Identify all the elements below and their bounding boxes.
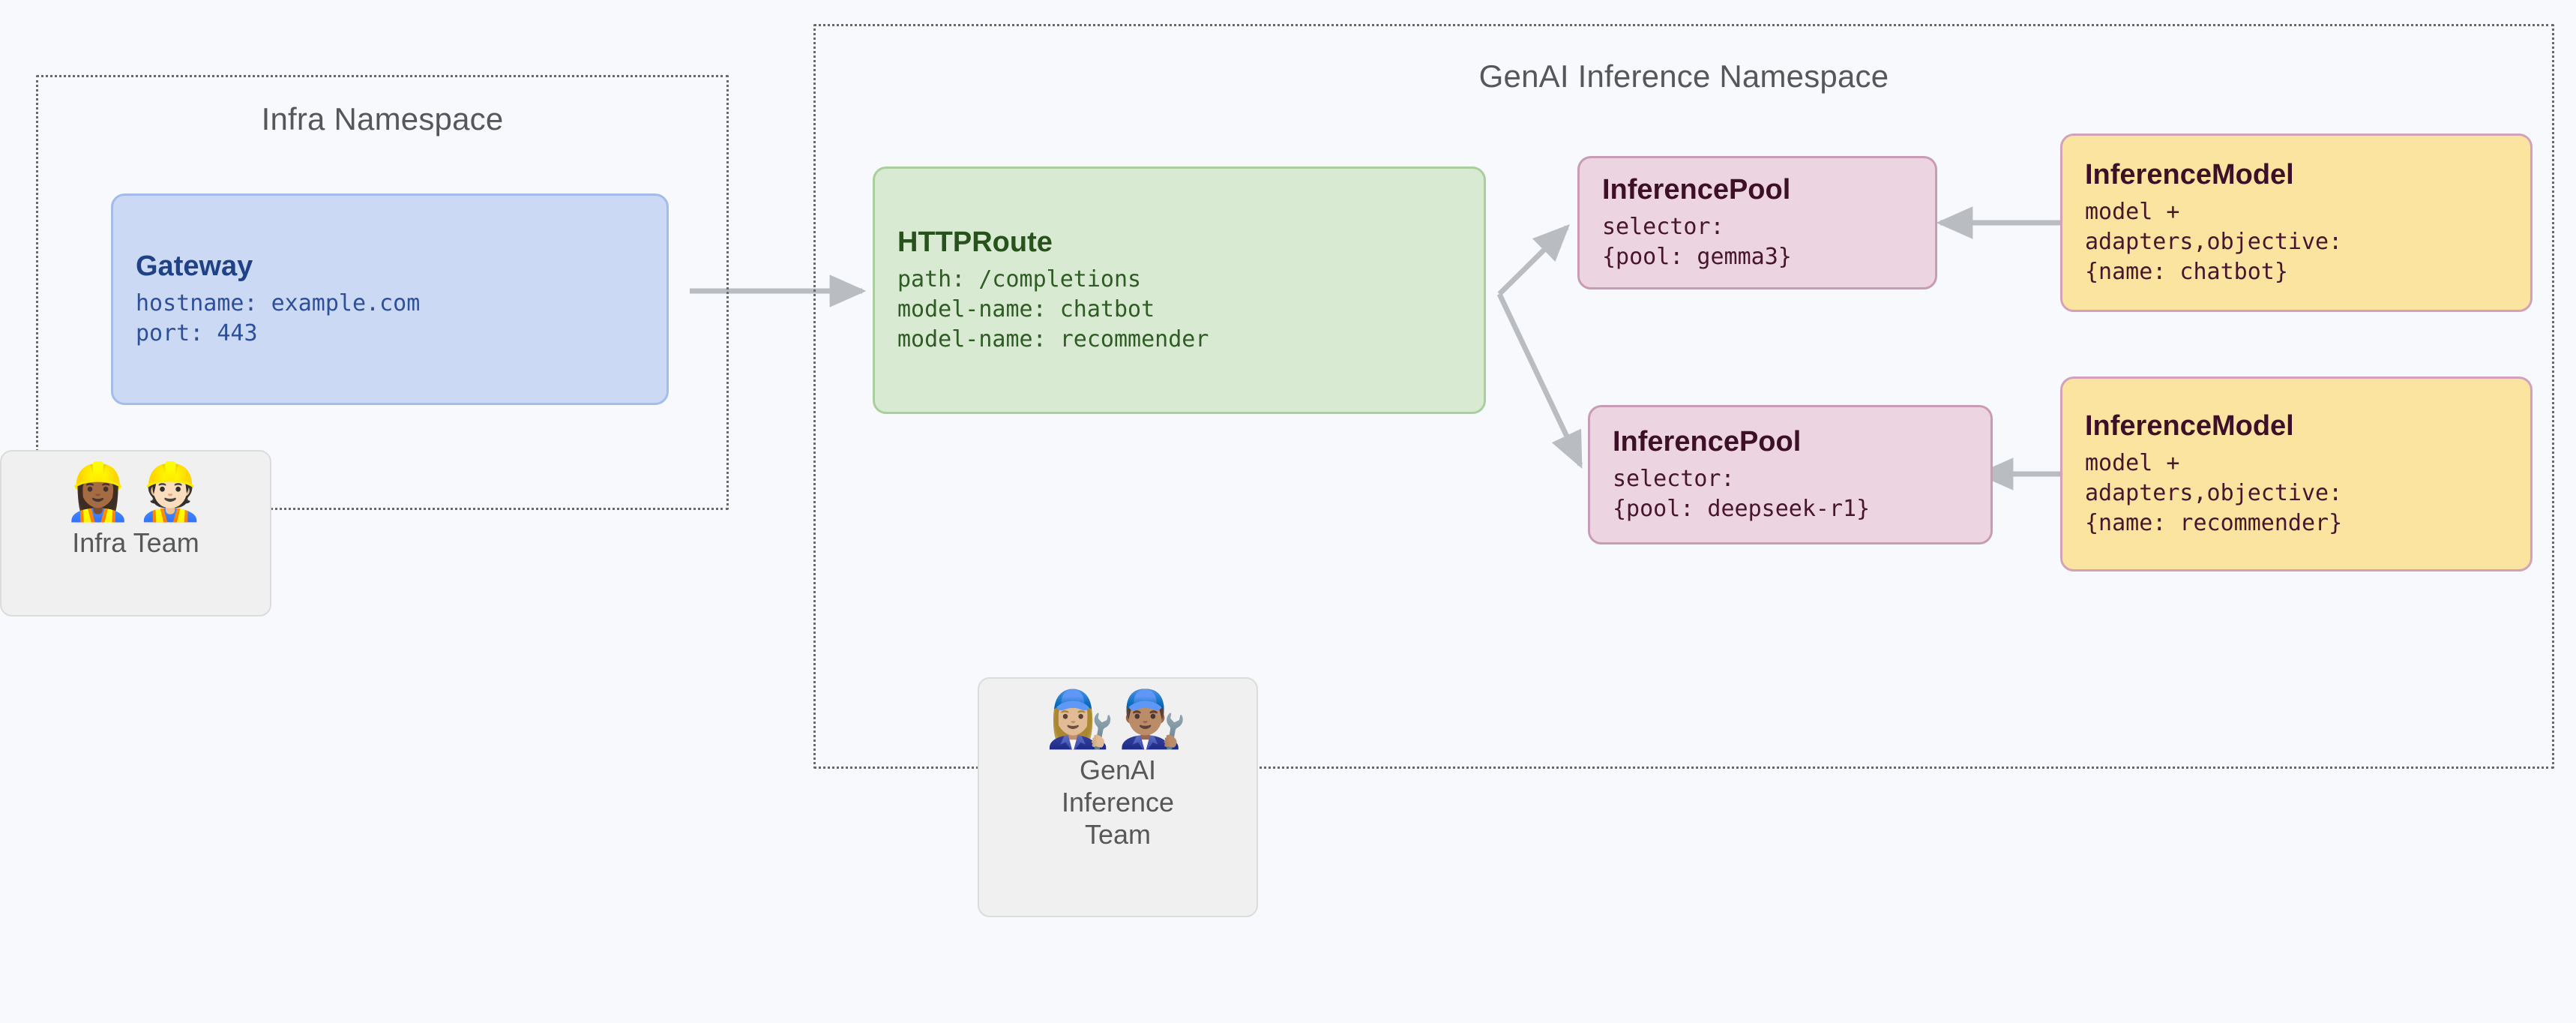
node-httproute-line-1: path: /completions <box>897 266 1142 293</box>
node-httproute-title: HTTPRoute <box>897 226 1053 259</box>
node-inferencemodel-chatbot-line-2: adapters,objective: <box>2085 229 2343 256</box>
node-inferencepool-deepseek-r1[interactable]: InferencePool selector: {pool: deepseek-… <box>1588 405 1993 544</box>
team-card-genai-inference[interactable]: 👩🏼‍🔧👨🏽‍🔧 GenAI Inference Team <box>978 677 1258 917</box>
node-inferencemodel-chatbot-line-3: {name: chatbot} <box>2085 258 2288 285</box>
node-gateway-title: Gateway <box>136 250 253 283</box>
team-card-genai-inference-label: GenAI Inference Team <box>1061 754 1175 850</box>
node-inferencepool-gemma3-title: InferencePool <box>1602 174 1791 206</box>
node-inferencemodel-recommender-line-3: {name: recommender} <box>2085 509 2343 536</box>
node-httproute-line-2: model-name: chatbot <box>897 296 1155 323</box>
node-inferencepool-deepseek-r1-title: InferencePool <box>1613 426 1802 458</box>
team-card-infra-label: Infra Team <box>72 526 199 558</box>
node-inferencemodel-recommender[interactable]: InferenceModel model + adapters,objectiv… <box>2060 376 2533 572</box>
node-inferencepool-gemma3-line-2: {pool: gemma3} <box>1602 244 1792 271</box>
node-inferencemodel-chatbot-line-1: model + <box>2085 199 2180 226</box>
namespace-infra-title: Infra Namespace <box>261 101 504 136</box>
namespace-genai-inference-title: GenAI Inference Namespace <box>1478 58 1889 94</box>
node-inferencemodel-recommender-title: InferenceModel <box>2085 410 2294 442</box>
team-card-infra[interactable]: 👷🏾‍♀️👷🏻 Infra Team <box>0 450 271 616</box>
node-httproute[interactable]: HTTPRoute path: /completions model-name:… <box>873 166 1486 414</box>
node-inferencepool-deepseek-r1-line-2: {pool: deepseek-r1} <box>1613 496 1871 523</box>
infra-team-avatar-icons: 👷🏾‍♀️👷🏻 <box>63 460 208 524</box>
node-httproute-line-3: model-name: recommender <box>897 326 1209 352</box>
namespace-infra <box>36 75 729 510</box>
node-inferencepool-gemma3[interactable]: InferencePool selector: {pool: gemma3} <box>1577 156 1937 290</box>
node-inferencemodel-recommender-line-1: model + <box>2085 450 2180 477</box>
node-inferencemodel-recommender-line-2: adapters,objective: <box>2085 480 2343 507</box>
namespace-genai-inference <box>813 24 2554 769</box>
node-gateway-line-1: hostname: example.com <box>136 290 421 317</box>
node-inferencepool-gemma3-line-1: selector: <box>1602 214 1724 241</box>
node-gateway-line-2: port: 443 <box>136 320 258 347</box>
genai-team-avatar-icons: 👩🏼‍🔧👨🏽‍🔧 <box>1045 687 1191 752</box>
node-inferencepool-deepseek-r1-line-1: selector: <box>1613 466 1735 493</box>
node-gateway[interactable]: Gateway hostname: example.com port: 443 <box>111 194 669 405</box>
node-inferencemodel-chatbot[interactable]: InferenceModel model + adapters,objectiv… <box>2060 134 2533 312</box>
node-inferencemodel-chatbot-title: InferenceModel <box>2085 159 2294 191</box>
